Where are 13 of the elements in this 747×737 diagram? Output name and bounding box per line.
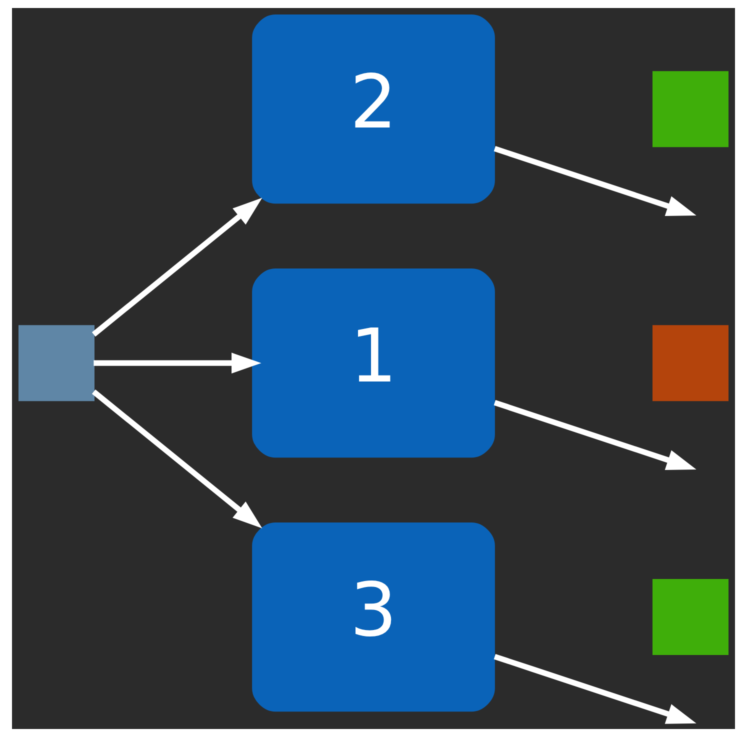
- arrow: [494, 400, 696, 470]
- node-box: [18, 325, 94, 402]
- node-box: 2: [252, 14, 495, 204]
- node-box: [652, 579, 729, 656]
- node-box: 1: [252, 268, 495, 458]
- arrow: [94, 352, 262, 374]
- arrow: [92, 390, 262, 528]
- arrow: [494, 654, 696, 724]
- arrow: [92, 198, 262, 337]
- node-box: 3: [252, 522, 495, 712]
- node-box: [652, 71, 729, 148]
- arrow: [494, 146, 696, 216]
- node-box: [652, 325, 729, 402]
